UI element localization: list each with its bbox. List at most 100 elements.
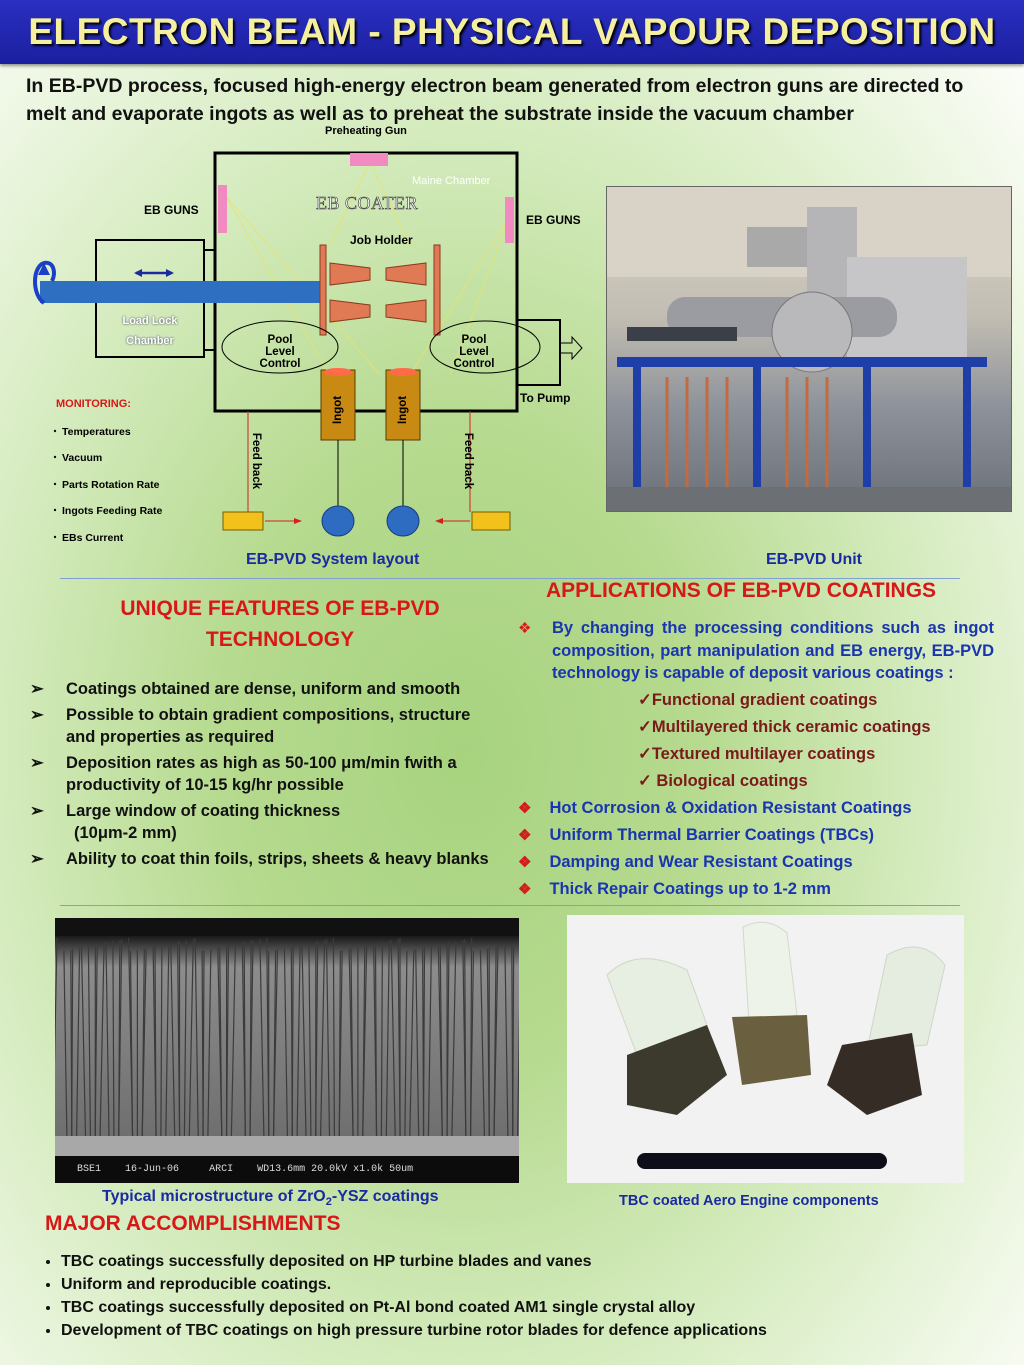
accomplishments-heading: MAJOR ACCOMPLISHMENTS <box>45 1212 341 1235</box>
eb-pvd-unit-photo <box>606 186 1012 512</box>
sem-column-streak <box>141 947 147 1137</box>
sem-column-streak <box>301 943 307 1137</box>
sem-column-streak <box>259 938 265 1137</box>
feature-text: Large window of coating thickness <box>66 802 341 820</box>
application-text: Damping and Wear Resistant Coatings <box>549 853 853 871</box>
feature-item: ➢Large window of coating thickness(10μm-… <box>30 800 490 844</box>
eb-coater-label: EB COATER <box>316 193 419 214</box>
diamond-bullet-icon: ❖ <box>518 800 532 817</box>
tbc-components-photo <box>567 915 964 1183</box>
sem-column-streak <box>380 941 383 1137</box>
sem-column-streak <box>249 939 254 1137</box>
sem-lab: ARCI <box>209 1164 234 1175</box>
arrow-bullet-icon: ➢ <box>30 706 44 724</box>
sem-column-streak <box>154 945 157 1137</box>
intro-text: In EB-PVD process, focused high-energy e… <box>26 75 964 125</box>
feedback-right-label: Feed back <box>462 432 475 490</box>
sub-item: ✓Functional gradient coatings <box>638 691 878 709</box>
sem-column-streak <box>207 948 212 1137</box>
sem-column-streak <box>230 943 236 1137</box>
application-text: Thick Repair Coatings up to 1-2 mm <box>549 880 831 898</box>
sem-column-streak <box>170 942 176 1137</box>
sem-column-streak <box>504 944 509 1137</box>
sem-column-streak <box>219 946 223 1137</box>
sem-caption-sub: 2 <box>325 1196 332 1209</box>
pool-right-line: Control <box>453 358 495 370</box>
sem-column-streak <box>469 950 475 1137</box>
sem-column-streak <box>202 949 205 1137</box>
preheating-gun <box>350 153 388 166</box>
sem-column-streak <box>493 945 499 1137</box>
pool-right-line: Level <box>459 346 489 358</box>
pool-left-line: Control <box>259 358 301 370</box>
sem-column-streak <box>422 946 426 1137</box>
sem-caption-pre: Typical microstructure of ZrO <box>102 1188 326 1205</box>
sem-column-streak <box>362 944 368 1137</box>
sem-detector: BSE1 <box>77 1164 102 1175</box>
title-banner: ELECTRON BEAM - PHYSICAL VAPOUR DEPOSITI… <box>0 0 1024 64</box>
pool-right-label: Pool Level Control <box>432 334 516 370</box>
sem-column-streak <box>112 940 115 1137</box>
sem-params: WD13.6mm 20.0kV x1.0k 50um <box>257 1164 414 1175</box>
sem-column-streak <box>118 938 123 1137</box>
sem-column-streak <box>76 947 81 1137</box>
features-heading-line2: TECHNOLOGY <box>205 628 355 651</box>
ingot-left-label: Ingot <box>332 395 344 424</box>
sem-caption-post: -YSZ coatings <box>331 1188 439 1205</box>
preheating-gun-label: Preheating Gun <box>325 125 407 137</box>
sem-date: 16-Jun-06 <box>125 1164 180 1175</box>
job-holder <box>319 244 441 336</box>
sem-column-streak <box>308 942 312 1137</box>
sem-column-streak <box>404 950 408 1137</box>
sem-column-streak <box>63 950 68 1137</box>
accomplishment-item: Uniform and reproducible coatings. <box>61 1273 961 1296</box>
feature-text: Coatings obtained are dense, uniform and… <box>66 680 461 698</box>
features-heading-line1: UNIQUE FEATURES OF EB-PVD <box>120 597 440 620</box>
pool-left-label: Pool Level Control <box>238 334 322 370</box>
eb-guns-left-label: EB GUNS <box>144 203 199 217</box>
feature-text: Possible to obtain gradient compositions… <box>66 706 471 746</box>
unit-photo-illustration <box>607 187 1011 511</box>
sub-item: ✓ Biological coatings <box>638 772 808 790</box>
eb-gun-left <box>218 185 227 233</box>
diagram-caption: EB-PVD System layout <box>246 551 420 568</box>
sem-column-streak <box>350 947 354 1137</box>
feature-item: ➢Deposition rates as high as 50-100 μm/m… <box>30 752 490 796</box>
system-layout-diagram: Preheating Gun Maine Chamber EB COATER E… <box>30 125 600 555</box>
monitoring-item: Ingots Feeding Rate <box>62 505 163 517</box>
pool-left-line: Level <box>265 346 295 358</box>
load-lock-line1: Load Lock <box>122 315 178 327</box>
sem-column-streak <box>409 949 415 1137</box>
sem-microstructure-image: BSE1 16-Jun-06 ARCI WD13.6mm 20.0kV x1.0… <box>55 918 519 1183</box>
application-item: ❖Hot Corrosion & Oxidation Resistant Coa… <box>518 799 912 818</box>
applications-intro: By changing the processing conditions su… <box>552 619 994 682</box>
sem-info-bar: BSE1 16-Jun-06 ARCI WD13.6mm 20.0kV x1.0… <box>77 1164 517 1175</box>
sem-column-streak <box>80 946 87 1137</box>
sem-column-streak <box>183 939 187 1137</box>
ingot-right-label: Ingot <box>397 395 409 424</box>
feature-text: Ability to coat thin foils, strips, shee… <box>66 850 489 868</box>
application-item: ❖ Thick Repair Coatings up to 1-2 mm <box>518 880 831 899</box>
arrow-bullet-icon: ➢ <box>30 680 44 698</box>
sem-column-streak <box>283 947 288 1137</box>
sem-column-streak <box>479 949 485 1137</box>
diagram-svg <box>33 151 583 539</box>
sem-column-streak <box>415 948 420 1137</box>
sem-column-streak <box>87 945 91 1137</box>
sem-column-streak <box>451 940 457 1137</box>
monitoring-item: Vacuum <box>62 452 103 464</box>
application-text: Uniform Thermal Barrier Coatings (TBCs) <box>549 826 874 844</box>
job-holder-label: Job Holder <box>350 233 413 247</box>
sem-caption: Typical microstructure of ZrO2-YSZ coati… <box>102 1188 439 1208</box>
sem-column-streak <box>129 950 134 1137</box>
applications-intro-row: ❖ By changing the processing conditions … <box>518 617 994 685</box>
application-item: ❖Damping and Wear Resistant Coatings <box>518 853 853 872</box>
pool-right-line: Pool <box>461 334 487 346</box>
diamond-bullet-icon: ❖ <box>518 881 532 898</box>
sem-column-streak <box>464 938 467 1137</box>
sem-column-streak <box>99 942 105 1137</box>
monitoring-title: MONITORING: <box>56 398 131 410</box>
sem-column-streak <box>94 943 98 1137</box>
application-item: ❖Uniform Thermal Barrier Coatings (TBCs) <box>518 826 874 845</box>
feature-item: ➢Ability to coat thin foils, strips, she… <box>30 848 490 870</box>
